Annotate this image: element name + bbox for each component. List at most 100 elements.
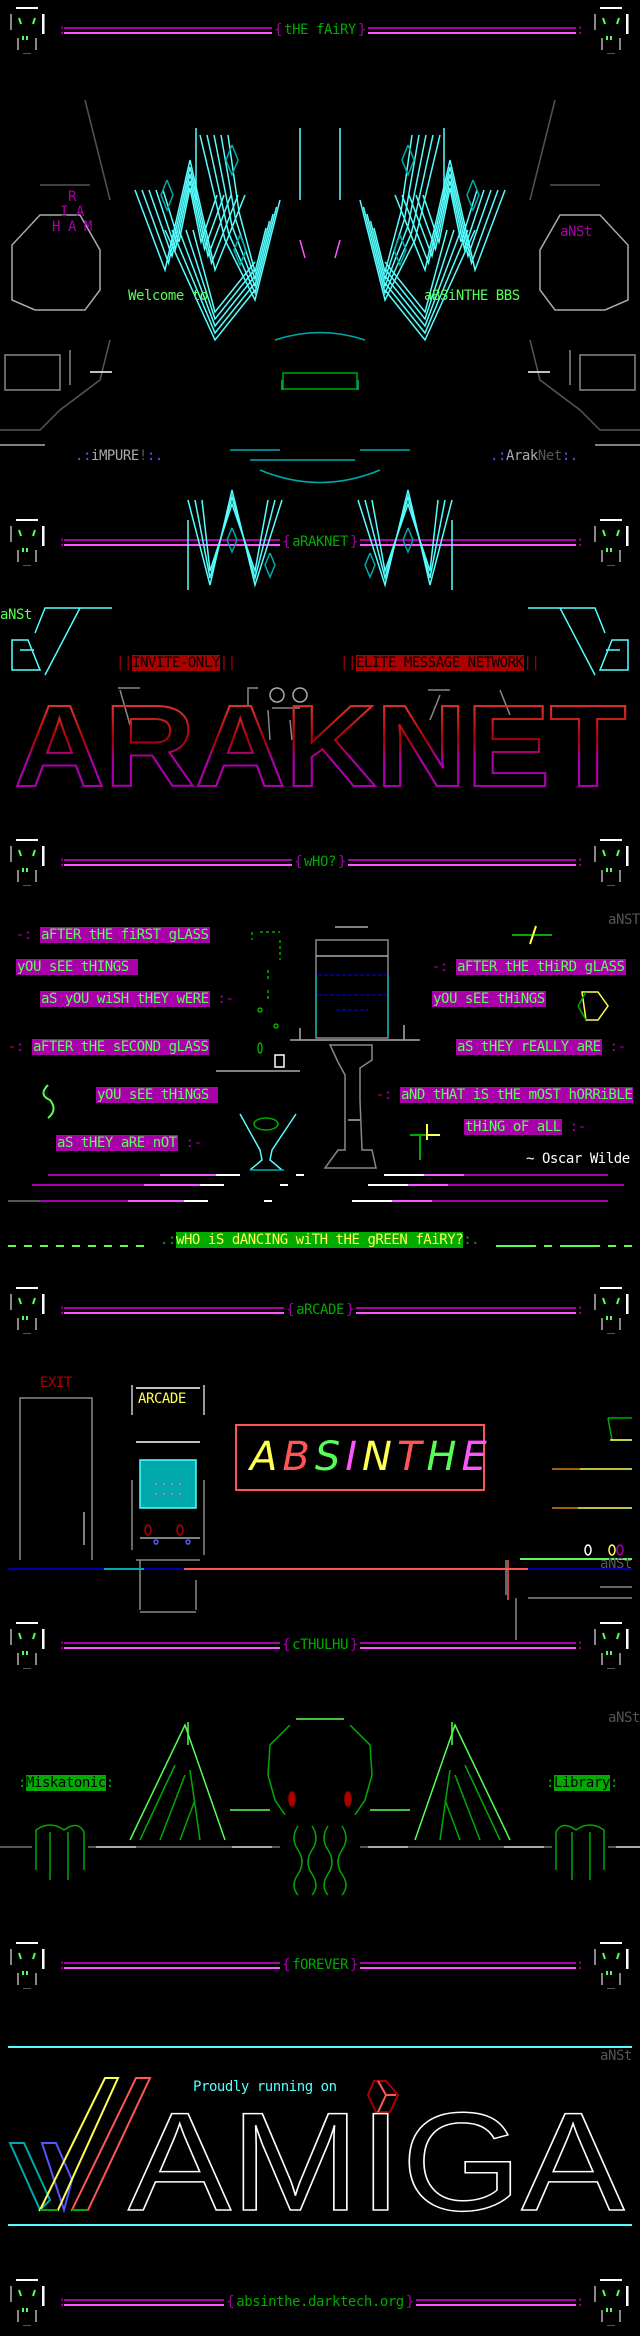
wing-stroke (466, 179, 480, 213)
skull-icon (8, 1621, 48, 1670)
sign-letter: E (461, 1434, 492, 1480)
wing-stroke (384, 229, 462, 328)
wing-stroke (227, 134, 267, 275)
wing-stroke (401, 166, 499, 266)
quote-attribution: ~ Oscar Wilde (526, 1151, 630, 1167)
pyramid-left (129, 1722, 226, 1841)
skull-icon (592, 1621, 632, 1670)
section-header-who: :{wHO?}: (0, 838, 640, 887)
sign-letter: I (345, 1434, 363, 1480)
welcome-text: Welcome to (128, 288, 208, 304)
wing-stroke (192, 229, 256, 314)
sign-letter: B (282, 1434, 315, 1480)
sign-letter: S (314, 1434, 346, 1480)
wing-stroke (201, 499, 269, 574)
wing-stroke (422, 187, 478, 245)
arcade-art (8, 1385, 632, 1640)
skull-icon (592, 838, 632, 887)
wing-stroke (171, 229, 256, 335)
text: aND tHAT iS tHE mOST hORRiBLE (399, 1087, 634, 1103)
wing-stroke (384, 229, 448, 314)
group-tag-riaham: R I A H A M (52, 190, 92, 235)
artist-tag: aNSt (0, 607, 32, 623)
green-fairy-banner: .:wHO iS dANCING wiTH tHE gREEN fAiRY?:. (160, 1232, 480, 1248)
wing-stroke (373, 134, 413, 275)
wing-stroke (402, 527, 414, 554)
arcade-cabinet-label: ARCADE (138, 1391, 186, 1407)
section-header-fairy: :{tHE fAiRY}: (0, 6, 640, 55)
pyramid-right (414, 1722, 511, 1841)
artist-tag: aNSt (608, 1710, 640, 1726)
artist-tag: aNST (608, 912, 640, 928)
absinthe-fountain-art (8, 925, 632, 1247)
text: -: (8, 1039, 32, 1055)
glass-icon (216, 1054, 300, 1171)
absinthe-sign-frame (235, 1424, 485, 1491)
wing-stroke (371, 499, 439, 574)
text: :- (601, 1039, 626, 1055)
absinthe-neon-sign: ABSINTHE (250, 1435, 492, 1479)
text: Miskatonic (25, 1775, 106, 1791)
fairy-art (0, 99, 640, 590)
skull-icon (592, 1286, 632, 1335)
text: yOU sEE tHiNGS (96, 1087, 218, 1103)
cube-icon (577, 991, 609, 1021)
quote-line: -: aFTER tHE tHiRD gLASS (432, 959, 626, 975)
text: aNST (608, 912, 640, 928)
sign-letter: A (250, 1434, 283, 1480)
sign-letter: T (396, 1434, 427, 1480)
text: aFTER tHE tHiRD gLASS (455, 959, 626, 975)
wing-stroke (134, 159, 246, 273)
wing-stroke (384, 229, 476, 342)
artist-tag: aNSt (600, 2048, 632, 2064)
quote-line: aS tHEY rEALLY aRE :- (456, 1039, 626, 1055)
group-tag-line: I A (59, 204, 84, 220)
text: aS yOU wiSH tHEY wERE (40, 991, 210, 1007)
section-title: aRCADE (296, 1302, 344, 1318)
group-araknet-label-b: Net (537, 448, 562, 464)
text: :- (209, 991, 234, 1007)
cthulhu-tentacles (293, 1825, 347, 1896)
text: yOU sEE tHINGS (16, 959, 138, 975)
group-tag-line: H A M (52, 219, 92, 235)
quote-line: -: aND tHAT iS tHE mOST hORRiBLE (376, 1087, 634, 1103)
wing-stroke (199, 134, 281, 303)
sign-letter: H (426, 1434, 462, 1480)
amiga-checkmark-icon (8, 2077, 152, 2214)
wing-stroke (226, 527, 238, 554)
skull-icon (8, 2278, 48, 2327)
fountain-icon (290, 926, 420, 1169)
group-araknet-label-a: Arak (505, 448, 538, 464)
wing-stroke (359, 134, 441, 303)
text: aFTER tHE sECOND gLASS (31, 1039, 210, 1055)
wing-stroke (164, 229, 256, 342)
floor-lines (8, 1174, 624, 1202)
quote-line: yOU sEE tHiNGS (432, 991, 546, 1007)
wing-stroke (178, 229, 256, 328)
text: aS tHEY rEALLY aRE (456, 1039, 602, 1055)
footer-url[interactable]: absinthe.darktech.org (236, 2294, 404, 2310)
arcade-cabinet (131, 1385, 205, 1613)
araknet-logo: ARAKNET (14, 681, 626, 811)
skull-icon (8, 1941, 48, 1990)
quote-line: yOU sEE tHINGS (16, 959, 138, 975)
text: -: (432, 959, 456, 975)
invite-only-label: INVITE-ONLY (131, 655, 220, 671)
amiga-tagline: Proudly running on (193, 2079, 337, 2095)
quote-line: yOU sEE tHiNGS (96, 1087, 218, 1103)
miskatonic-label: :Miskatonic: (18, 1775, 114, 1791)
skull-icon (592, 518, 632, 567)
wing-stroke (206, 134, 278, 296)
spider-icon (118, 687, 511, 741)
text: :- (177, 1135, 202, 1151)
wing-stroke (362, 134, 434, 296)
wing-stroke (194, 494, 276, 581)
wing-stroke (225, 144, 239, 178)
exit-sign: EXIT (40, 1375, 72, 1391)
section-title: wHO? (304, 854, 336, 870)
quote-line: -: aFTER tHE sECOND gLASS (8, 1039, 210, 1055)
fairy-body (230, 239, 410, 484)
group-araknet: .:ArakNet:. (490, 448, 578, 464)
text: aFTER tHE fiRST gLASS (39, 927, 210, 943)
